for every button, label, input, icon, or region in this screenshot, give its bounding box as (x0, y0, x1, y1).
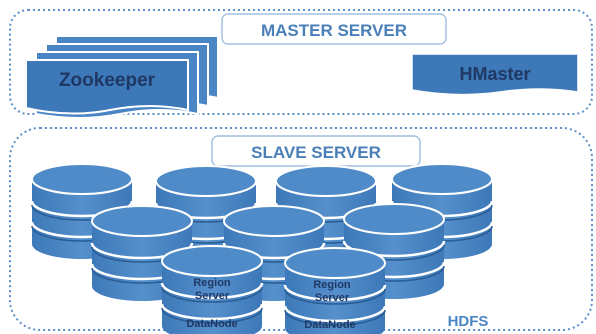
master-server-title-box (221, 13, 447, 45)
region-server-node-2: Region Server DataNode (283, 246, 387, 334)
slave-server-border (9, 127, 593, 331)
master-server-title: MASTER SERVER (261, 21, 407, 40)
datanode-label: DataNode (304, 319, 355, 331)
region-server-label-line2: Server (195, 290, 230, 302)
zookeeper-label: Zookeeper (59, 70, 156, 91)
hdfs-label: HDFS (448, 313, 489, 330)
region-server-label-line1: Region (193, 277, 231, 289)
region-server-label-line1: Region (313, 279, 351, 291)
zookeeper-node: Zookeeper (25, 35, 219, 119)
hmaster-document (411, 53, 579, 96)
datanode-label: DataNode (186, 318, 237, 330)
hmaster-node: HMaster (411, 53, 579, 96)
slave-server-title: SLAVE SERVER (251, 143, 381, 162)
region-server-label-line2: Server (315, 292, 350, 304)
zookeeper-front-document (25, 59, 189, 115)
hmaster-label: HMaster (459, 64, 530, 84)
region-server-node-1: Region Server DataNode (160, 244, 264, 334)
slave-server-group: SLAVE SERVER Region Server DataNode Regi… (9, 127, 593, 334)
master-server-group: MASTER SERVER Zookeeper HMaster (9, 9, 593, 119)
